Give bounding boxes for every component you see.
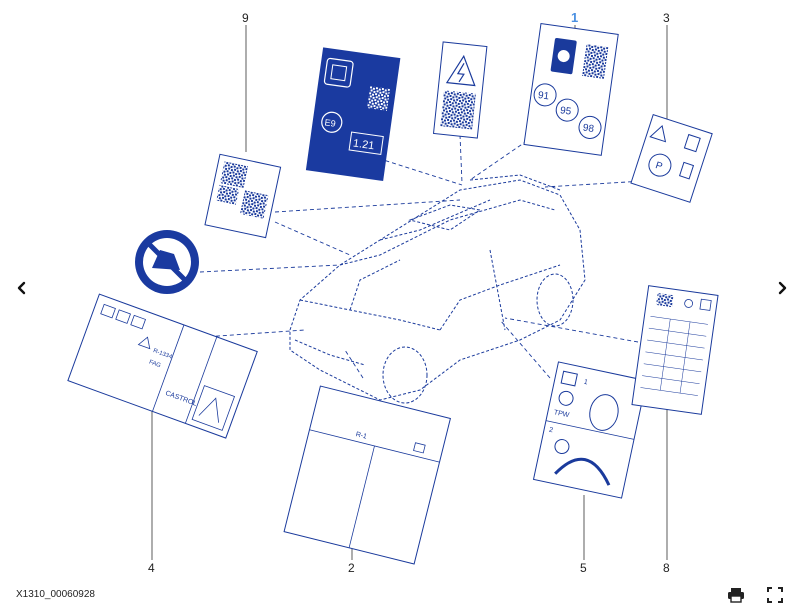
- svg-text:P: P: [654, 160, 664, 173]
- euro-e9-text: E9: [324, 117, 336, 128]
- callout-lines: [151, 25, 668, 560]
- label-4-engine-bay[interactable]: R-1334 FAG CASTROL: [67, 293, 258, 439]
- print-button[interactable]: [724, 584, 748, 606]
- callout-3[interactable]: 3: [663, 11, 670, 25]
- warning-icon: [649, 124, 667, 143]
- printer-icon: [728, 588, 744, 603]
- euro-value-text: 1.21: [352, 137, 375, 152]
- callout-1[interactable]: 1: [571, 10, 578, 25]
- warning-triangle-icon: [445, 54, 476, 87]
- prev-image-button[interactable]: [10, 276, 34, 300]
- tpms-icon: [558, 390, 574, 406]
- tyre-num1: 1: [583, 379, 588, 387]
- book-icon: [683, 133, 701, 153]
- callout-5[interactable]: 5: [580, 561, 587, 575]
- image-caption: X1310_00060928: [16, 589, 95, 600]
- tyre-tpw: TPW: [553, 409, 570, 419]
- label-3-parking[interactable]: P: [630, 113, 713, 203]
- octane-95: 95: [559, 105, 572, 118]
- car-illustration: [289, 174, 586, 404]
- label-1-fuel[interactable]: 91 95 98: [523, 23, 619, 156]
- callout-2[interactable]: 2: [348, 561, 355, 575]
- callout-numbers: 9 1 3 4 2 5 8: [148, 10, 670, 575]
- label-2-r-sticker[interactable]: R-1: [283, 385, 452, 565]
- label-euro-plate[interactable]: E9 1.21: [305, 47, 401, 181]
- octane-98: 98: [582, 122, 595, 135]
- lightning-icon: [456, 62, 465, 83]
- fullscreen-icon: [767, 587, 783, 603]
- next-image-button[interactable]: [770, 276, 794, 300]
- fullscreen-button[interactable]: [763, 584, 787, 606]
- engine-fag-text: FAG: [148, 359, 162, 369]
- parking-brake-icon: [648, 153, 672, 177]
- label-9-qr-sticker[interactable]: [204, 153, 282, 239]
- label-8-tyre-table[interactable]: [631, 285, 719, 415]
- callout-8[interactable]: 8: [663, 561, 670, 575]
- label-high-voltage[interactable]: [432, 41, 488, 139]
- chevron-right-icon: [778, 281, 787, 295]
- r-label-text: R-1: [355, 431, 368, 441]
- label-5-tyre-pressure[interactable]: 1 TPW 2: [532, 361, 648, 499]
- label-airbag-prohibition[interactable]: [135, 230, 199, 294]
- callout-9[interactable]: 9: [242, 11, 249, 25]
- manual-icon: [560, 370, 578, 387]
- chevron-left-icon: [17, 281, 26, 295]
- callout-4[interactable]: 4: [148, 561, 155, 575]
- octane-91: 91: [537, 90, 550, 103]
- tyre-num2: 2: [548, 427, 553, 435]
